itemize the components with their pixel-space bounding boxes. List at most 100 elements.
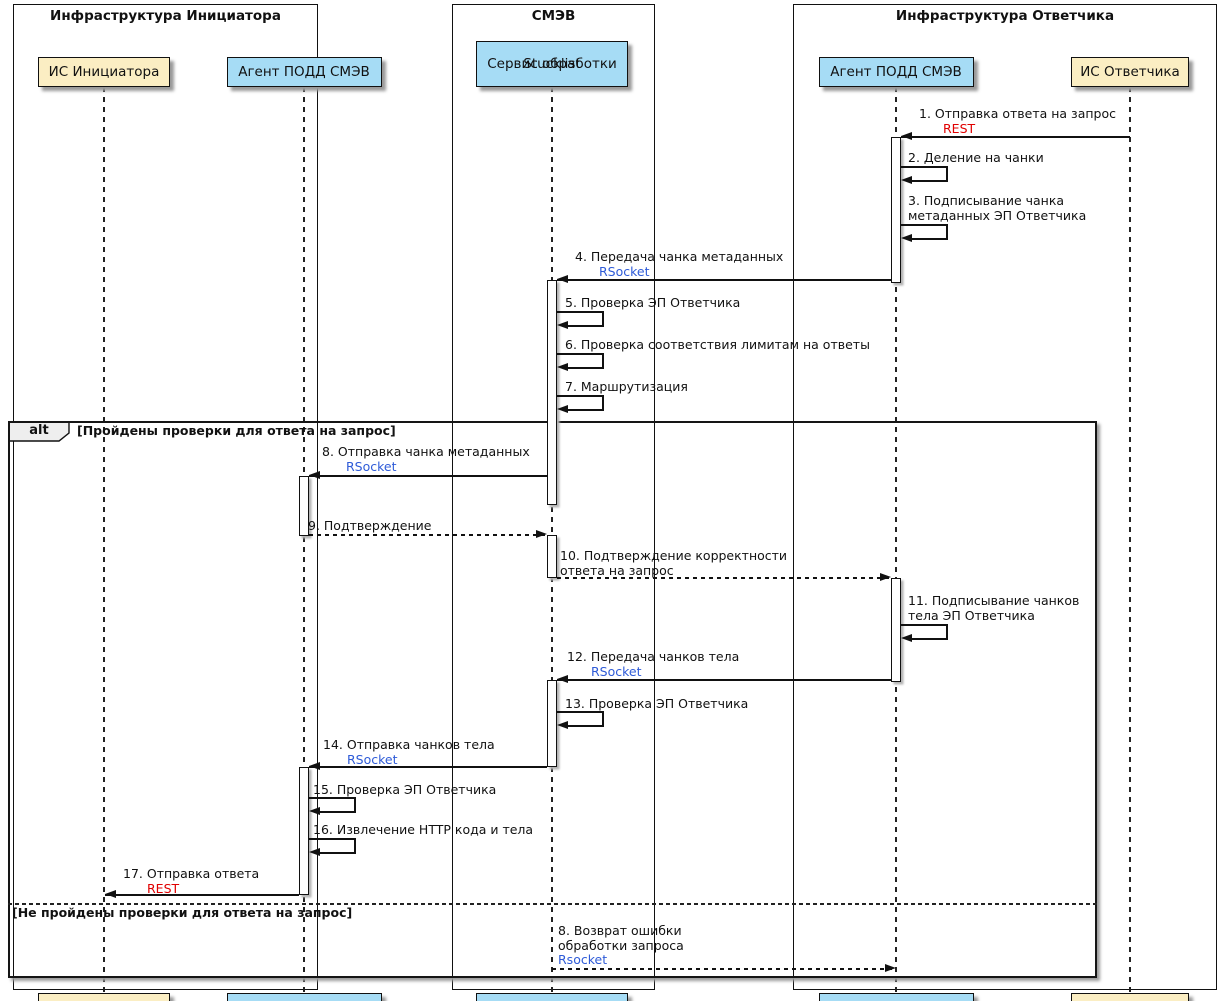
self-message-arrowhead-0 bbox=[901, 176, 912, 184]
message-text-24: 17. Отправка ответа bbox=[123, 866, 260, 881]
alt-condition-2: [Не пройдены проверки для ответа на запр… bbox=[12, 905, 353, 920]
message-text-19: 13. Проверка ЭП Ответчика bbox=[565, 696, 749, 711]
self-message-arrowhead-8 bbox=[309, 848, 320, 856]
self-message-side-3 bbox=[602, 353, 604, 369]
alt-divider bbox=[8, 903, 1097, 905]
self-message-side-6 bbox=[602, 711, 604, 727]
self-message-bottom-3 bbox=[567, 367, 604, 369]
arrowhead-5 bbox=[557, 675, 568, 683]
message-text-17: 12. Передача чанков тела bbox=[567, 649, 740, 664]
frame-smev bbox=[452, 4, 655, 990]
message-text-25: REST bbox=[147, 881, 180, 896]
participant-box-agent-podd-smev-left: Агент ПОДД СМЭВ bbox=[226, 57, 382, 87]
message-text-5: 4. Передача чанка метаданных bbox=[575, 249, 784, 264]
self-message-bottom-5 bbox=[911, 638, 948, 640]
message-text-2: 2. Деление на чанки bbox=[908, 150, 1044, 165]
arrowhead-6 bbox=[309, 762, 320, 770]
frame-initiator-infrastructure bbox=[13, 4, 318, 990]
self-message-bottom-6 bbox=[567, 725, 604, 727]
self-message-top-3 bbox=[557, 353, 602, 355]
participant-box-is-responder: ИС Ответчика bbox=[1071, 57, 1189, 87]
self-message-side-7 bbox=[354, 797, 356, 813]
self-message-arrowhead-4 bbox=[557, 405, 568, 413]
frame-title-initiator-infrastructure: Инфраструктура Инициатора bbox=[50, 8, 281, 24]
message-text-0: 1. Отправка ответа на запрос bbox=[919, 106, 1116, 121]
activation-bar-2 bbox=[547, 280, 557, 505]
message-text-16: тела ЭП Ответчика bbox=[908, 608, 1035, 623]
message-arrow-3 bbox=[309, 534, 547, 536]
message-arrow-7 bbox=[105, 894, 299, 896]
self-message-bottom-0 bbox=[911, 180, 948, 182]
message-text-20: 14. Отправка чанков тела bbox=[323, 737, 495, 752]
self-message-side-5 bbox=[946, 624, 948, 640]
message-arrow-2 bbox=[309, 475, 547, 477]
self-message-top-4 bbox=[557, 395, 602, 397]
message-text-22: 15. Проверка ЭП Ответчика bbox=[313, 782, 497, 797]
message-text-28: Rsocket bbox=[558, 952, 608, 967]
arrowhead-2 bbox=[309, 471, 320, 479]
self-message-top-1 bbox=[901, 224, 946, 226]
activation-bar-3 bbox=[547, 535, 557, 578]
lifeline-agent-podd-smev-left bbox=[303, 87, 305, 993]
message-text-3: 3. Подписывание чанка bbox=[908, 193, 1065, 208]
self-message-top-7 bbox=[309, 797, 354, 799]
message-text-14: ответа на запрос bbox=[560, 563, 674, 578]
message-text-18: RSocket bbox=[591, 664, 642, 679]
arrowhead-0 bbox=[901, 132, 912, 140]
self-message-side-4 bbox=[602, 395, 604, 411]
alt-operator-pentagon bbox=[8, 421, 70, 442]
arrowhead-8 bbox=[885, 964, 896, 972]
self-message-arrowhead-5 bbox=[901, 634, 912, 642]
participant-box-bottom-agent-podd-smev-right bbox=[818, 993, 974, 1001]
activation-bar-1 bbox=[891, 578, 901, 682]
arrowhead-7 bbox=[105, 890, 116, 898]
message-arrow-8 bbox=[552, 968, 896, 970]
message-text-26: 8. Возврат ошибки bbox=[558, 923, 682, 938]
self-message-arrowhead-6 bbox=[557, 721, 568, 729]
self-message-bottom-4 bbox=[567, 409, 604, 411]
message-text-4: метаданных ЭП Ответчика bbox=[908, 208, 1087, 223]
message-text-27: обработки запроса bbox=[558, 938, 684, 953]
activation-bar-6 bbox=[299, 767, 309, 895]
message-arrow-4 bbox=[557, 577, 891, 579]
message-text-23: 16. Извлечение HTTP кода и тела bbox=[313, 822, 534, 837]
self-message-bottom-8 bbox=[319, 852, 356, 854]
frame-responder-infrastructure bbox=[793, 4, 1217, 990]
self-message-bottom-1 bbox=[911, 238, 948, 240]
self-message-arrowhead-1 bbox=[901, 234, 912, 242]
message-arrow-6 bbox=[309, 766, 547, 768]
self-message-arrowhead-7 bbox=[309, 807, 320, 815]
message-text-21: RSocket bbox=[347, 752, 398, 767]
arrowhead-1 bbox=[557, 275, 568, 283]
message-arrow-1 bbox=[557, 279, 891, 281]
participant-box-bottom-agent-podd-smev-left bbox=[226, 993, 382, 1001]
arrowhead-3 bbox=[536, 530, 547, 538]
self-message-top-6 bbox=[557, 711, 602, 713]
message-text-11: RSocket bbox=[346, 459, 397, 474]
self-message-top-5 bbox=[901, 624, 946, 626]
participant-box-bottom-stucklist-service bbox=[476, 993, 628, 1001]
activation-bar-0 bbox=[891, 137, 901, 283]
self-message-side-1 bbox=[946, 224, 948, 240]
message-text-15: 11. Подписывание чанков bbox=[908, 593, 1080, 608]
lifeline-agent-podd-smev-right bbox=[895, 87, 897, 993]
participant-box-bottom-is-initiator bbox=[38, 993, 170, 1001]
message-text-12: 9. Подтверждение bbox=[308, 518, 432, 533]
message-text-6: RSocket bbox=[599, 264, 650, 279]
frame-title-responder-infrastructure: Инфраструктура Ответчика bbox=[895, 8, 1115, 24]
participant-box-is-initiator: ИС Инициатора bbox=[38, 57, 170, 87]
message-arrow-5 bbox=[557, 679, 891, 681]
message-text-1: REST bbox=[943, 121, 976, 136]
self-message-side-0 bbox=[946, 166, 948, 182]
message-arrow-0 bbox=[901, 136, 1130, 138]
arrowhead-4 bbox=[880, 573, 891, 581]
lifeline-is-initiator bbox=[103, 87, 105, 993]
lifeline-is-responder bbox=[1129, 87, 1131, 993]
message-text-8: 6. Проверка соответствия лимитам на отве… bbox=[565, 337, 870, 352]
self-message-arrowhead-3 bbox=[557, 363, 568, 371]
frame-title-smev: СМЭВ bbox=[531, 8, 576, 24]
self-message-bottom-7 bbox=[319, 811, 356, 813]
alt-condition-1: [Пройдены проверки для ответа на запрос] bbox=[77, 423, 396, 438]
self-message-bottom-2 bbox=[567, 325, 604, 327]
